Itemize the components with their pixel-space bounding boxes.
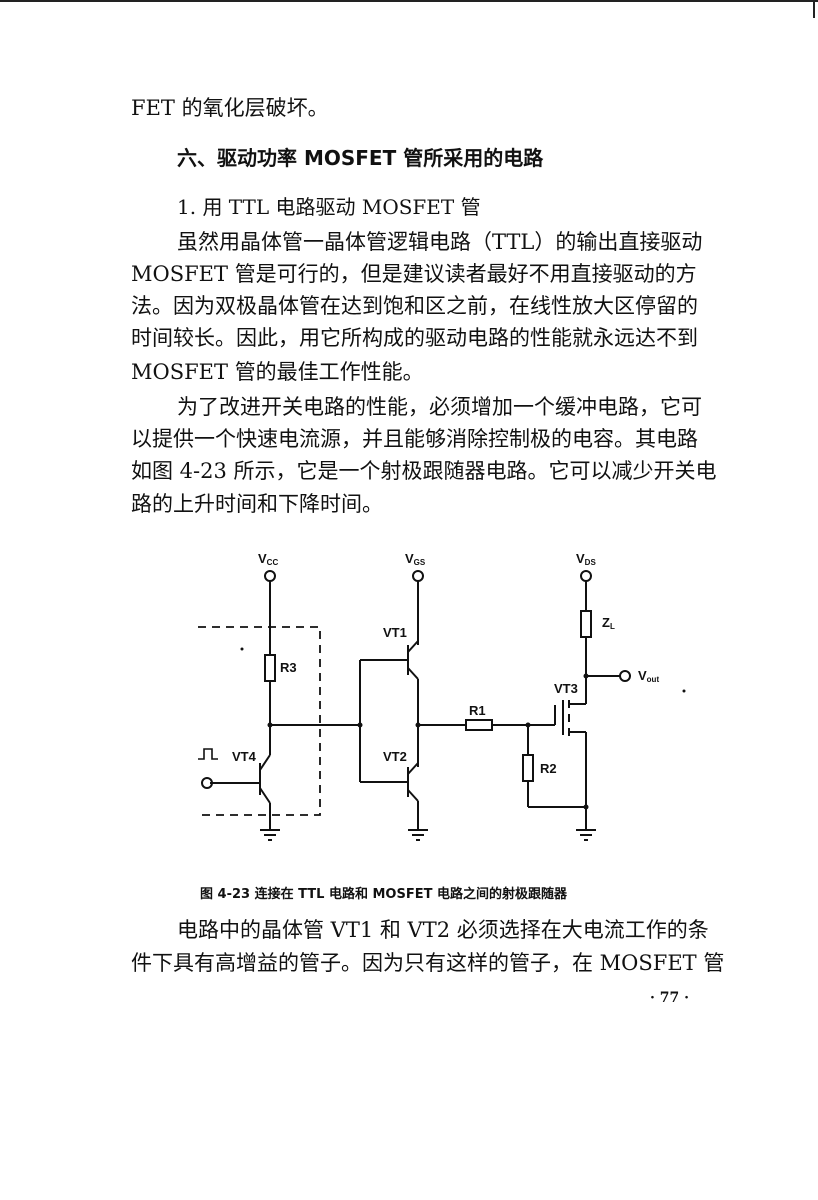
zl-sub: L: [610, 622, 615, 631]
text-line: MOSFET 管是可行的，但是建议读者最好不用直接驱动的方: [131, 262, 697, 286]
text-line: MOSFET 管的最佳工作性能。: [131, 360, 424, 384]
vt2-label: VT2: [383, 749, 407, 764]
svg-text:VDS: VDS: [576, 551, 596, 567]
vgs-sub: GS: [414, 558, 426, 567]
vds-sub: DS: [585, 558, 597, 567]
vt4-label: VT4: [232, 749, 257, 764]
page-number: · 77 ·: [650, 990, 689, 1006]
text-line: 电路中的晶体管 VT1 和 VT2 必须选择在大电流工作的条: [177, 918, 709, 942]
section-heading: 六、驱动功率 MOSFET 管所采用的电路: [177, 146, 544, 170]
text-line: 路的上升时间和下降时间。: [131, 492, 383, 516]
vcc-sub: CC: [267, 558, 279, 567]
vout-sub: out: [647, 675, 660, 684]
right-edge-mark: [813, 0, 815, 18]
vout-label: V: [638, 668, 647, 683]
text-line: 以提供一个快速电流源，并且能够消除控制极的电容。其电路: [131, 427, 698, 451]
svg-text:ZL: ZL: [602, 615, 615, 631]
text-line: FET 的氧化层破坏。: [131, 96, 329, 120]
subsection-heading: 1. 用 TTL 电路驱动 MOSFET 管: [177, 195, 481, 219]
text-line: 为了改进开关电路的性能，必须增加一个缓冲电路，它可: [177, 395, 702, 419]
text-line: 时间较长。因此，用它所构成的驱动电路的性能就永远达不到: [131, 326, 698, 350]
vt3-label: VT3: [554, 681, 578, 696]
r3-label: R3: [280, 660, 297, 675]
zl-label: Z: [602, 615, 610, 630]
svg-text:Vout: Vout: [638, 668, 659, 684]
r2-label: R2: [540, 761, 557, 776]
r1-label: R1: [469, 703, 486, 718]
text-line: 件下具有高增益的管子。因为只有这样的管子，在 MOSFET 管: [131, 951, 725, 975]
vds-label: V: [576, 551, 585, 566]
text-line: 如图 4-23 所示，它是一个射极跟随器电路。它可以减少开关电: [131, 459, 717, 483]
vcc-label: V: [258, 551, 267, 566]
text-line: 虽然用晶体管一晶体管逻辑电路（TTL）的输出直接驱动: [177, 230, 703, 254]
top-rule: [0, 0, 818, 2]
vgs-label: V: [405, 551, 414, 566]
text-line: 法。因为双极晶体管在达到饱和区之前，在线性放大区停留的: [131, 294, 698, 318]
svg-text:VGS: VGS: [405, 551, 426, 567]
vt1-label: VT1: [383, 625, 407, 640]
circuit-diagram: VCC VGS VDS Vout R3 R1 R2 ZL VT1 VT2 VT3…: [198, 551, 686, 841]
figure-caption: 图 4-23 连接在 TTL 电路和 MOSFET 电路之间的射极跟随器: [200, 887, 567, 902]
svg-text:VCC: VCC: [258, 551, 278, 567]
